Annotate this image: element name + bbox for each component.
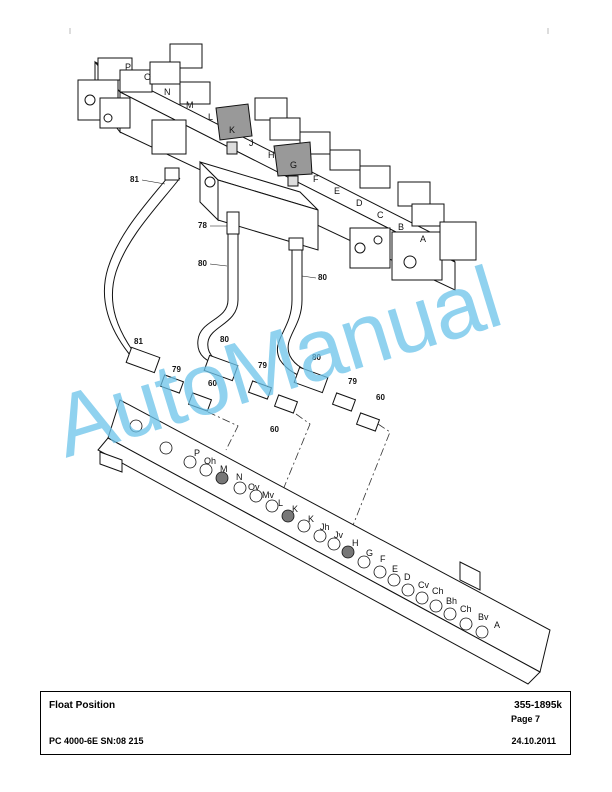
callout-80-c: 80	[220, 335, 229, 344]
port-label: Bv	[478, 612, 489, 622]
port-label: N	[236, 472, 243, 482]
valve-label-o: O	[144, 72, 151, 82]
port-label: F	[380, 554, 386, 564]
valve-label-b: B	[398, 222, 404, 232]
callout-79-b: 79	[258, 361, 267, 370]
fittings	[159, 374, 381, 432]
port-label: P	[194, 448, 200, 458]
callout-81-top: 81	[130, 175, 139, 184]
callout-81-bottom: 81	[134, 337, 143, 346]
hose-ends	[125, 167, 329, 394]
port-label: Jh	[320, 522, 330, 532]
port-label: K	[292, 504, 298, 514]
valve-label-h: H	[268, 150, 275, 160]
port-label: Mv	[262, 490, 274, 500]
valve-label-g: G	[290, 160, 297, 170]
valve-label-c: C	[377, 210, 384, 220]
valve-label-e: E	[334, 186, 340, 196]
valve-label-k: K	[229, 125, 235, 135]
port-label: G	[366, 548, 373, 558]
valve-label-j: J	[249, 138, 254, 148]
document-date: 24.10.2011	[511, 736, 556, 746]
callout-78: 78	[198, 221, 207, 230]
callout-60-b: 60	[270, 425, 279, 434]
callout-80-d: 80	[312, 353, 321, 362]
control-valve-block	[77, 43, 477, 291]
callout-80-a: 80	[198, 259, 207, 268]
valve-label-p: P	[125, 62, 131, 72]
port-label: L	[278, 498, 283, 508]
valve-label-f: F	[313, 174, 319, 184]
valve-label-d: D	[356, 198, 363, 208]
title-block: Float Position 355-1895k Page 7 PC 4000-…	[40, 691, 571, 755]
port-label: E	[392, 564, 398, 574]
port-label: K	[308, 514, 314, 524]
port-label: M	[220, 464, 228, 474]
port-label: Cv	[418, 580, 429, 590]
page-number: Page 7	[510, 714, 540, 724]
valve-label-l: L	[208, 112, 213, 122]
document-title: Float Position	[49, 700, 116, 711]
shaded-solenoid-blocks	[215, 103, 313, 187]
port-label: Ch	[432, 586, 444, 596]
port-label: H	[352, 538, 359, 548]
manifold-ports	[129, 419, 489, 639]
valve-label-m: M	[186, 100, 194, 110]
routing-lines	[207, 411, 391, 549]
valve-label-n: N	[164, 87, 171, 97]
port-label: Ch	[460, 604, 472, 614]
part-number-callouts: 81 78 80 80 81 80 80 79 79 79 60 60 60	[130, 175, 385, 434]
callout-80-b: 80	[318, 273, 327, 282]
port-label: A	[494, 620, 500, 630]
document-number: 355-1895k	[514, 700, 562, 711]
callout-79-a: 79	[172, 365, 181, 374]
valve-label-a: A	[420, 234, 426, 244]
port-label: Oh	[204, 456, 216, 466]
corner-marks	[69, 28, 549, 34]
port-label: Jv	[334, 530, 344, 540]
callout-79-c: 79	[348, 377, 357, 386]
valve-section-labels: P O N M L K J H G F E D C B A	[125, 62, 426, 244]
port-label: Bh	[446, 596, 457, 606]
machine-serial: PC 4000-6E SN:08 215	[49, 736, 144, 746]
callout-60-a: 60	[208, 379, 217, 388]
callout-60-c: 60	[376, 393, 385, 402]
port-label: Ov	[248, 482, 260, 492]
port-label: D	[404, 572, 411, 582]
port-labels: P Oh M N Ov Mv L K K Jh Jv H G F E D Cv …	[194, 448, 500, 630]
